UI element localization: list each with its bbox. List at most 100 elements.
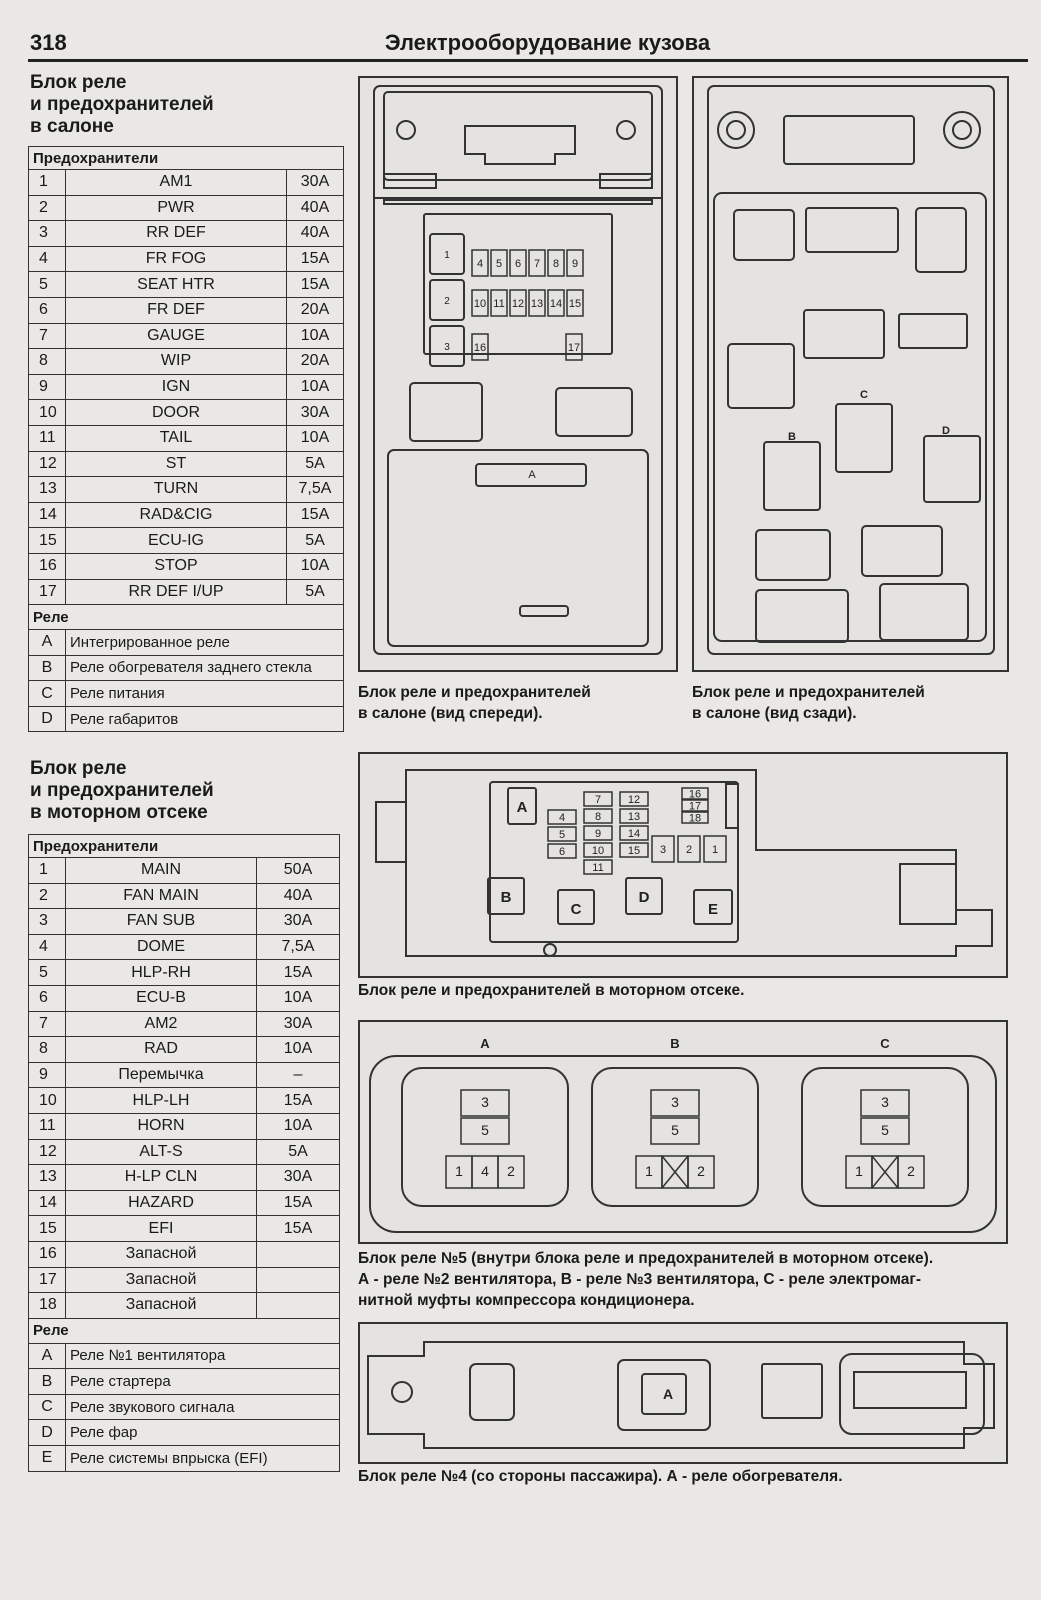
fuse-number: 2 — [28, 194, 66, 222]
relay-pin-box — [497, 1155, 525, 1189]
fuse-slot-label: 17 — [689, 801, 701, 813]
fuse-number: 18 — [28, 1292, 66, 1319]
fuse-circuit: MAIN — [65, 857, 257, 884]
fuse-slot-label: 17 — [568, 342, 580, 354]
relay-letter: A — [28, 629, 66, 656]
fuse-number: 9 — [28, 373, 66, 401]
relay5-label-a: A — [480, 1036, 490, 1051]
relay5-label-c: C — [880, 1036, 890, 1051]
relay-pin-label: 2 — [507, 1163, 515, 1179]
relay-pin-label: 5 — [671, 1122, 679, 1138]
fuse-number: 7 — [28, 322, 66, 350]
fuse-slot-box — [619, 842, 649, 858]
fuse-amperage: 15A — [256, 959, 340, 986]
fuse-slot-label: 14 — [628, 828, 640, 840]
fuse-slot-box — [565, 333, 583, 361]
fuse-number: 4 — [28, 933, 66, 961]
fuse-slot-label: 5 — [496, 258, 502, 270]
relay5-label-b: B — [670, 1036, 679, 1051]
fuse-slot-box — [583, 808, 613, 824]
fuse-slot-box — [681, 787, 709, 800]
relay-description: Интегрированное реле — [65, 629, 344, 656]
relay-description: Реле стартера — [65, 1368, 340, 1395]
caption-line: в салоне (вид спереди). — [358, 705, 543, 722]
engine-relay-b-label: B — [501, 889, 512, 906]
fuse-slot-box — [619, 825, 649, 841]
fuse-circuit: WIP — [65, 348, 287, 375]
fuse-circuit: ECU-B — [65, 984, 257, 1012]
fuse-circuit: ECU-IG — [65, 527, 287, 554]
fuse-number: 6 — [28, 984, 66, 1012]
rear-view-drawing: C B D — [707, 85, 995, 655]
relay-slot-label: 1 — [444, 250, 450, 261]
relay-pin-label: 2 — [907, 1163, 915, 1179]
fuse-slot-label: 7 — [534, 258, 540, 270]
relay-letter: A — [28, 1342, 66, 1370]
fuse-circuit: TURN — [65, 476, 287, 503]
fuse-amperage: 20A — [286, 348, 344, 375]
fuse-number: 3 — [28, 220, 66, 247]
relay5-caption: Блок реле №5 (внутри блока реле и предох… — [358, 1248, 933, 1311]
relay-pin-box — [897, 1155, 925, 1189]
fuse-slot-box — [528, 249, 546, 277]
fuse-amperage: 15A — [286, 271, 344, 298]
engine-block-caption: Блок реле и предохранителей в моторном о… — [358, 982, 745, 999]
fuse-number: 6 — [28, 296, 66, 324]
fuse-amperage: 10A — [286, 424, 344, 452]
fuse-slot-box — [528, 289, 546, 317]
relay-pin-label: 3 — [881, 1094, 889, 1110]
relay-pin-label: 3 — [481, 1094, 489, 1110]
fuse-amperage — [256, 1266, 340, 1294]
fuse-circuit: STOP — [65, 552, 287, 580]
fuse-circuit: RR DEF I/UP — [65, 578, 287, 606]
fuse-slot-box — [681, 811, 709, 824]
relay-pin-box — [460, 1117, 510, 1145]
fuse-slot-label: 5 — [559, 829, 565, 841]
fuse-circuit: H-LP CLN — [65, 1164, 257, 1191]
fuse-number: 5 — [28, 959, 66, 986]
engine-fuses-header: Предохранители — [28, 834, 340, 858]
fuse-big-label: 1 — [712, 844, 718, 856]
fuse-slot-box — [566, 289, 584, 317]
relay-pin-box — [860, 1117, 910, 1145]
fuse-amperage: 10A — [286, 322, 344, 350]
fuse-slot-label: 12 — [628, 794, 640, 806]
relay-pin-label: 5 — [481, 1122, 489, 1138]
fuse-slot-box — [547, 826, 577, 842]
fuse-big-label: 2 — [686, 844, 692, 856]
fuse-circuit: AM2 — [65, 1010, 257, 1038]
page-number: 318 — [30, 30, 67, 55]
fuse-circuit: Запасной — [65, 1266, 257, 1294]
fuse-slot-label: 4 — [559, 812, 565, 824]
fuse-amperage: 20A — [286, 296, 344, 324]
fuse-circuit: Перемычка — [65, 1061, 257, 1089]
fuse-amperage: 5A — [286, 527, 344, 554]
fuse-number: 9 — [28, 1061, 66, 1089]
fuse-big-label: 3 — [660, 844, 666, 856]
fuse-circuit: FAN SUB — [65, 908, 257, 935]
fuse-amperage: 5A — [286, 450, 344, 478]
relay-pin-label: 1 — [855, 1163, 863, 1179]
caption-line: нитной муфты компрессора кондиционера. — [358, 1292, 695, 1309]
engine-heading-line: в моторном отсеке — [30, 802, 208, 823]
fuse-amperage: 7,5A — [286, 476, 344, 503]
fuse-number: 4 — [28, 245, 66, 273]
